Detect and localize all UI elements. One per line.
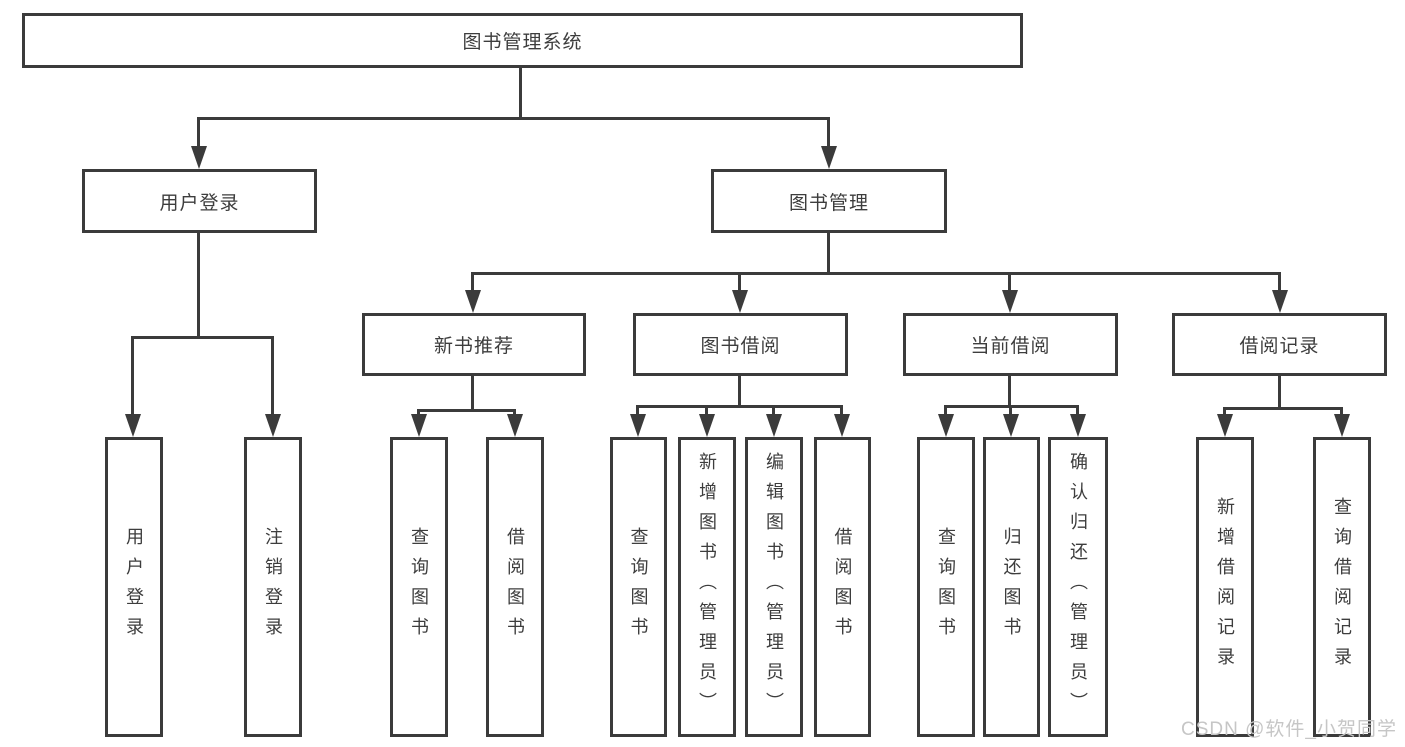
connector-line bbox=[636, 405, 639, 417]
node-rec-query-book-label: 查询图书 bbox=[409, 527, 429, 647]
node-rec-borrow-book-label: 借阅图书 bbox=[505, 527, 525, 647]
connector-line bbox=[1223, 407, 1226, 417]
arrow-down-icon bbox=[125, 414, 141, 437]
connector-line bbox=[1223, 407, 1343, 410]
connector-line bbox=[772, 405, 775, 417]
node-br-query-record-label: 查询借阅记录 bbox=[1332, 497, 1352, 677]
connector-line bbox=[1340, 407, 1343, 417]
node-bb-query-book: 查询图书 bbox=[610, 437, 667, 737]
node-new-book-recommend-label: 新书推荐 bbox=[433, 336, 514, 357]
arrow-down-icon bbox=[766, 414, 782, 437]
node-bb-add-book-admin-label: 新增图书（管理员） bbox=[697, 452, 717, 722]
arrow-down-icon bbox=[630, 414, 646, 437]
node-user-login-leaf-label: 用户登录 bbox=[124, 527, 144, 647]
connector-line bbox=[471, 376, 474, 409]
connector-line bbox=[1076, 405, 1079, 417]
node-bb-query-book-label: 查询图书 bbox=[628, 527, 649, 647]
connector-line bbox=[827, 117, 830, 148]
node-new-book-recommend: 新书推荐 bbox=[362, 313, 586, 376]
node-book-management: 图书管理 bbox=[711, 169, 947, 233]
node-book-management-label: 图书管理 bbox=[788, 192, 869, 214]
connector-line bbox=[471, 272, 1281, 275]
node-rec-query-book: 查询图书 bbox=[390, 437, 448, 737]
arrow-down-icon bbox=[1272, 290, 1288, 313]
arrow-down-icon bbox=[938, 414, 954, 437]
arrow-down-icon bbox=[699, 414, 715, 437]
node-library-system-label: 图书管理系统 bbox=[462, 32, 583, 53]
node-cb-query-book: 查询图书 bbox=[917, 437, 975, 737]
node-bb-add-book-admin: 新增图书（管理员） bbox=[678, 437, 736, 737]
node-logout: 注销登录 bbox=[244, 437, 302, 737]
connector-line bbox=[1278, 376, 1281, 407]
connector-line bbox=[1008, 272, 1011, 292]
node-library-system: 图书管理系统 bbox=[22, 13, 1023, 68]
arrow-down-icon bbox=[1217, 414, 1233, 437]
node-user-login-leaf: 用户登录 bbox=[105, 437, 163, 737]
node-borrow-records-label: 借阅记录 bbox=[1239, 336, 1320, 357]
connector-line bbox=[1009, 405, 1012, 417]
node-cb-return-book-label: 归还图书 bbox=[1001, 527, 1022, 647]
connector-line bbox=[1008, 376, 1011, 405]
arrow-down-icon bbox=[265, 414, 281, 437]
connector-line bbox=[827, 233, 830, 272]
connector-line bbox=[840, 405, 843, 417]
arrow-down-icon bbox=[821, 146, 837, 169]
connector-line bbox=[519, 68, 522, 117]
node-bb-borrow-book-label: 借阅图书 bbox=[832, 527, 853, 647]
arrow-down-icon bbox=[1334, 414, 1350, 437]
connector-line bbox=[131, 336, 134, 416]
connector-line bbox=[738, 376, 741, 405]
node-cb-return-book: 归还图书 bbox=[983, 437, 1040, 737]
node-user-login: 用户登录 bbox=[82, 169, 317, 233]
arrow-down-icon bbox=[1070, 414, 1086, 437]
connector-line bbox=[271, 336, 274, 416]
connector-line bbox=[1278, 272, 1281, 292]
connector-line bbox=[738, 272, 741, 292]
connector-line bbox=[197, 117, 830, 120]
connector-line bbox=[471, 272, 474, 292]
node-br-add-record-label: 新增借阅记录 bbox=[1215, 497, 1235, 677]
connector-line bbox=[636, 405, 843, 408]
node-bb-borrow-book: 借阅图书 bbox=[814, 437, 871, 737]
arrow-down-icon bbox=[465, 290, 481, 313]
node-current-borrow: 当前借阅 bbox=[903, 313, 1118, 376]
node-cb-query-book-label: 查询图书 bbox=[936, 527, 956, 647]
arrow-down-icon bbox=[1002, 290, 1018, 313]
arrow-down-icon bbox=[507, 414, 523, 437]
connector-line bbox=[197, 233, 200, 336]
watermark: CSDN @软件_小贺同学 bbox=[1181, 719, 1397, 740]
node-cb-confirm-return-admin: 确认归还（管理员） bbox=[1048, 437, 1108, 737]
node-br-add-record: 新增借阅记录 bbox=[1196, 437, 1254, 737]
node-book-borrow: 图书借阅 bbox=[633, 313, 848, 376]
arrow-down-icon bbox=[732, 290, 748, 313]
node-borrow-records: 借阅记录 bbox=[1172, 313, 1387, 376]
connector-line bbox=[197, 117, 200, 148]
node-br-query-record: 查询借阅记录 bbox=[1313, 437, 1371, 737]
node-bb-edit-book-admin: 编辑图书（管理员） bbox=[745, 437, 803, 737]
connector-line bbox=[417, 409, 516, 412]
node-user-login-label: 用户登录 bbox=[159, 192, 240, 214]
node-bb-edit-book-admin-label: 编辑图书（管理员） bbox=[764, 452, 784, 722]
node-book-borrow-label: 图书借阅 bbox=[700, 336, 781, 357]
arrow-down-icon bbox=[1003, 414, 1019, 437]
connector-line bbox=[944, 405, 947, 417]
connector-line bbox=[131, 336, 274, 339]
node-cb-confirm-return-admin-label: 确认归还（管理员） bbox=[1068, 452, 1088, 722]
node-logout-label: 注销登录 bbox=[263, 527, 283, 647]
node-rec-borrow-book: 借阅图书 bbox=[486, 437, 544, 737]
arrow-down-icon bbox=[411, 414, 427, 437]
arrow-down-icon bbox=[834, 414, 850, 437]
node-current-borrow-label: 当前借阅 bbox=[970, 336, 1051, 357]
arrow-down-icon bbox=[191, 146, 207, 169]
connector-line bbox=[705, 405, 708, 417]
